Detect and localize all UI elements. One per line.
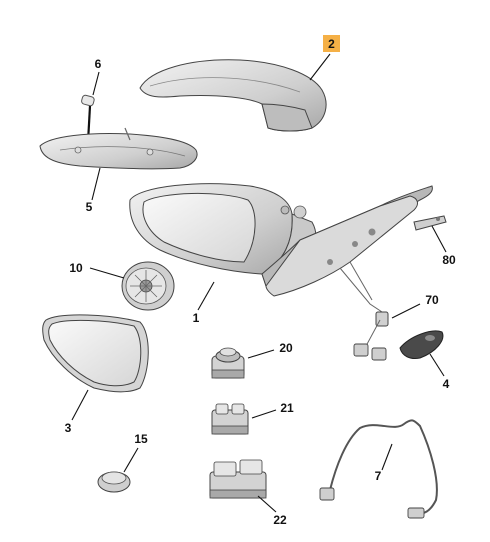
leader-line-70 (391, 303, 421, 319)
callout-20: 20 (279, 341, 293, 355)
mirror-glass-part (42, 314, 149, 393)
callout-10: 10 (69, 261, 83, 275)
multi-switch-part (209, 459, 267, 499)
callout-70: 70 (425, 293, 439, 307)
leader-line-15 (123, 447, 139, 473)
puddle-lamp-part (399, 330, 444, 359)
leader-line-21 (251, 409, 277, 419)
highlight-badge (323, 35, 340, 52)
leader-line-6 (92, 71, 100, 96)
mirror-cover-part (139, 59, 327, 132)
turn-signal-part (39, 127, 198, 170)
callout-15: 15 (134, 432, 148, 446)
leader-line-7 (381, 443, 393, 471)
switch-block-part (211, 403, 249, 435)
leader-line-3 (71, 389, 89, 421)
callout-4: 4 (443, 377, 450, 391)
leader-line-22 (257, 495, 277, 513)
leader-line-4 (429, 353, 445, 377)
callout-7: 7 (375, 469, 382, 483)
callout-1: 1 (193, 311, 200, 325)
callout-2: 2 (328, 37, 335, 51)
leader-line-20 (247, 349, 275, 359)
leader-line-10 (89, 267, 125, 279)
connector-part (353, 311, 389, 361)
leader-line-1 (197, 281, 215, 311)
leader-line-5 (91, 167, 101, 201)
callout-3: 3 (65, 421, 72, 435)
callout-22: 22 (273, 513, 287, 527)
cap-part (97, 471, 131, 493)
callout-80: 80 (442, 253, 456, 267)
callout-21: 21 (280, 401, 294, 415)
mirror-housing-part (129, 183, 433, 313)
callout-6: 6 (95, 57, 102, 71)
wiring-harness-part (319, 419, 438, 519)
adjust-switch-part (211, 347, 245, 379)
bracket-clip-part (413, 215, 447, 231)
leader-line-80 (431, 225, 447, 253)
callout-5: 5 (86, 200, 93, 214)
leader-line-2 (309, 53, 331, 81)
adjustment-motor-part (121, 261, 175, 311)
